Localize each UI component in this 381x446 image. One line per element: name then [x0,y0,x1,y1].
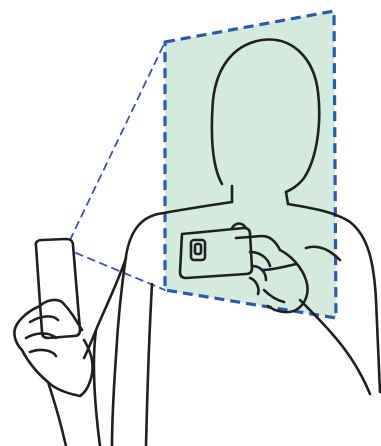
left-forearm-inner [94,330,100,446]
smartphone-icon [36,239,80,338]
person-torso-inner [146,284,152,446]
view-line-top [70,42,165,240]
left-hand [14,300,92,396]
left-phone [36,239,80,338]
